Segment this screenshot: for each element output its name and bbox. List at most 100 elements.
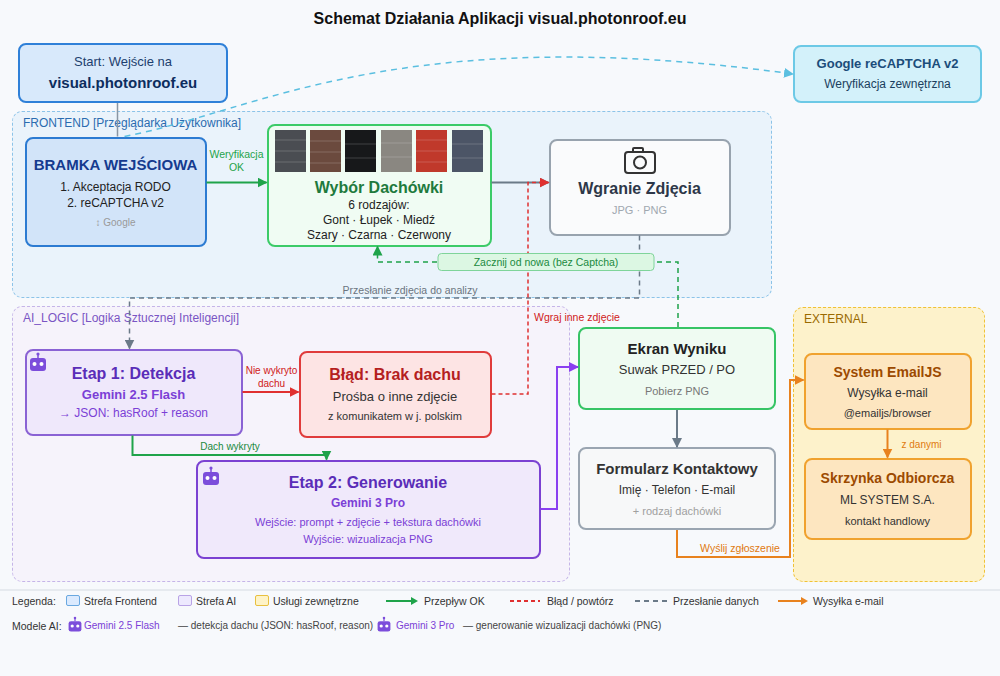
zone-label: FRONTEND [Przeglądarka Użytkownika] (23, 116, 241, 131)
edge-label: Nie wykryto dachu (243, 364, 301, 390)
box-content: Skrzynka OdbiorczaML SYSTEM S.A.kontakt … (806, 460, 970, 538)
process-box: Wgranie ZdjęciaJPG · PNG (549, 139, 731, 236)
process-box: BRAMKA WEJŚCIOWA1. Akceptacja RODO2. reC… (25, 137, 207, 247)
tile-samples (275, 130, 483, 172)
legend-text: Błąd / powtórz (547, 594, 614, 608)
node-heading: Ekran Wyniku (628, 339, 727, 358)
flow-connector (676, 410, 678, 447)
node-text: → JSON: hasRoof + reason (59, 406, 208, 421)
model-note: — generowanie wizualizacji dachówki (PNG… (463, 619, 661, 633)
model-note: Gemini 2.5 Flash (84, 619, 160, 633)
separator-line (0, 590, 1000, 591)
flow-connector (207, 182, 267, 184)
legend-arrow-head (801, 597, 808, 605)
legend-text: Wysyłka e-mail (813, 594, 884, 608)
zone-label: EXTERNAL (804, 312, 867, 327)
edge-label: Wgraj inne zdjęcie (534, 311, 620, 324)
node-text: Imię · Telefon · E-mail (619, 483, 735, 498)
flow-connector (243, 391, 299, 393)
tile-sample (310, 130, 341, 172)
box-content: Etap 2: GenerowanieGemini 3 ProWejście: … (198, 462, 539, 557)
legend-arrow-head (411, 597, 418, 605)
node-text: visual.photonroof.eu (49, 73, 197, 92)
node-text: Weryfikacja zewnętrzna (824, 77, 951, 92)
process-box: Start: Wejście na visual.photonroof.eu (18, 43, 228, 103)
node-text: @emailjs/browser (844, 406, 932, 420)
node-heading: Start: Wejście na (74, 54, 172, 70)
legend-heading: Modele AI: (12, 619, 62, 633)
tile-sample (452, 130, 483, 172)
node-text: Wejście: prompt + zdjęcie + tekstura dac… (255, 515, 481, 529)
process-box: Google reCAPTCHA v2 Weryfikacja zewnętrzn… (793, 45, 982, 103)
zone-label: AI_LOGIC [Logika Sztucznej Inteligencji] (23, 311, 239, 326)
node-text: Gemini 3 Pro (331, 496, 405, 511)
node-text: Wyjście: wizualizacja PNG (303, 532, 433, 546)
legend-text: Przesłanie danych (673, 594, 759, 608)
box-content: BRAMKA WEJŚCIOWA1. Akceptacja RODO2. reC… (27, 139, 205, 245)
zone-band: FRONTEND [Przeglądarka Użytkownika] BRAMK… (12, 111, 772, 298)
edge-label-pill: Zacznij od nowa (bez Captcha) (438, 253, 655, 271)
node-text: Szary · Czarna · Czerwony (307, 228, 451, 243)
legend-line-sample (386, 600, 413, 602)
flow-connector (133, 436, 327, 460)
robot-icon (30, 352, 46, 371)
tile-sample (345, 130, 376, 172)
node-heading: Błąd: Brak dachu (329, 365, 461, 385)
node-heading: System EmailJS (833, 363, 941, 381)
robot-icon (203, 466, 219, 485)
box-content: Wgranie ZdjęciaJPG · PNG (551, 141, 729, 234)
edge-label: Przesłanie zdjęcia do analizy (343, 284, 478, 297)
process-box: Błąd: Brak dachuProśba o inne zdjęcie z k… (299, 351, 492, 438)
node-text: Gemini 2.5 Flash (82, 387, 185, 403)
zone-band: EXTERNAL System EmailJSWysyłka e-mail@ema… (793, 307, 985, 582)
box-content: Start: Wejście na visual.photonroof.eu (20, 45, 226, 101)
node-heading: Skrzynka Odbiorcza (821, 469, 955, 487)
node-text: z komunikatem w j. polskim (328, 409, 462, 423)
tile-sample (381, 130, 412, 172)
model-note: Gemini 3 Pro (396, 619, 454, 633)
box-content: Ekran WynikuSuwak PRZED / PO Pobierz PNG (580, 329, 774, 408)
node-text: Gont · Łupek · Miedź (323, 213, 435, 228)
node-text: Suwak PRZED / PO (619, 362, 735, 378)
legend-swatch (178, 595, 192, 606)
box-content: Google reCAPTCHA v2 Weryfikacja zewnętrzn… (795, 47, 980, 101)
diagram-title: Schemat Działania Aplikacji visual.photo… (0, 9, 1000, 29)
box-content: Błąd: Brak dachuProśba o inne zdjęcie z k… (301, 353, 490, 436)
model-note: — detekcja dachu (JSON: hasRoof, reason) (178, 619, 373, 633)
tile-sample (275, 130, 306, 172)
node-text: 6 rodzajów: (348, 198, 409, 213)
box-content: Etap 1: DetekcjaGemini 2.5 Flash → JSON: … (27, 351, 241, 434)
process-box: Formularz KontaktowyImię · Telefon · E-m… (578, 447, 776, 530)
node-text: ML SYSTEM S.A. (840, 493, 935, 508)
legend-heading: Legenda: (12, 594, 56, 608)
flow-connector (492, 182, 549, 184)
node-text: Prośba o inne zdjęcie (333, 389, 457, 405)
node-text: + rodzaj dachówki (633, 504, 721, 518)
node-heading: Google reCAPTCHA v2 (817, 56, 959, 72)
process-box: Skrzynka OdbiorczaML SYSTEM S.A.kontakt … (804, 458, 972, 540)
edge-label: z danymi (901, 437, 941, 450)
flow-connector (125, 57, 794, 136)
node-heading: Etap 2: Generowanie (289, 473, 447, 493)
legend-line-sample (510, 600, 540, 602)
robot-icon (69, 617, 82, 632)
node-heading: Etap 1: Detekcja (72, 364, 196, 384)
process-box: Etap 1: DetekcjaGemini 2.5 Flash → JSON: … (25, 349, 243, 436)
box-content: System EmailJSWysyłka e-mail@emailjs/bro… (806, 355, 970, 428)
node-heading: Wybór Dachówki (315, 178, 444, 198)
process-box: Etap 2: GenerowanieGemini 3 ProWejście: … (196, 460, 541, 559)
camera-icon (625, 148, 655, 173)
legend-text: Przepływ OK (424, 594, 485, 608)
node-text: Pobierz PNG (645, 384, 709, 398)
legend-text: Strefa Frontend (84, 594, 157, 608)
node-text: 1. Akceptacja RODO (60, 180, 171, 195)
tile-sample (416, 130, 447, 172)
process-box: Ekran WynikuSuwak PRZED / PO Pobierz PNG (578, 327, 776, 410)
legend-swatch (66, 595, 80, 606)
zone-band: AI_LOGIC [Logika Sztucznej Inteligencji]… (12, 306, 570, 582)
